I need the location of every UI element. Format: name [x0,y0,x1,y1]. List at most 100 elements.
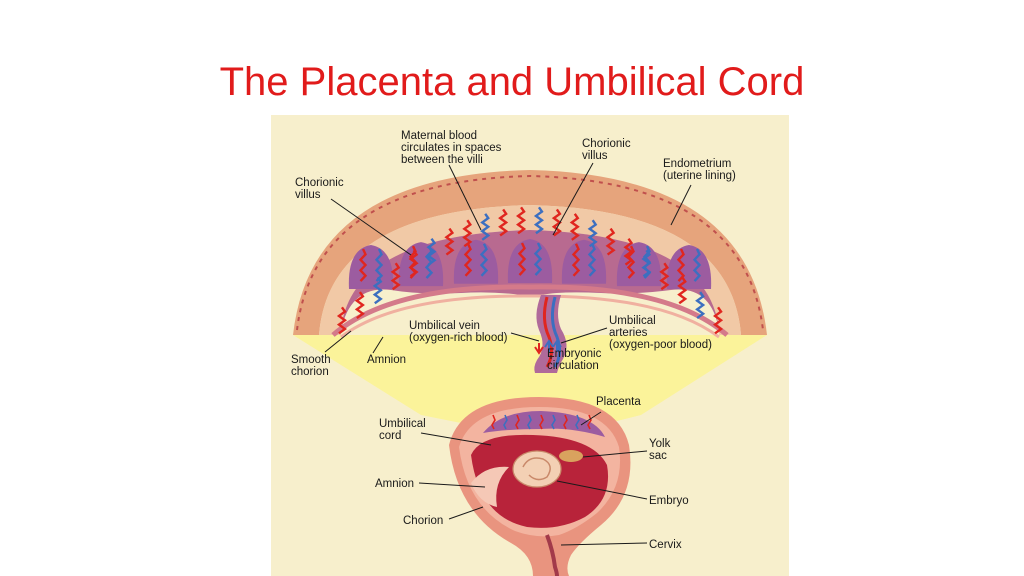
vessel-line [498,208,509,237]
label-umbilical-cord-line: Umbilical [379,418,426,430]
vessel-line [692,248,702,282]
small-vessel-line [527,414,532,430]
label-cervix: Cervix [649,539,682,551]
vessel-line [712,306,724,335]
label-cervix-line: Cervix [649,539,682,551]
label-amnion-bottom: Amnion [375,478,414,490]
label-placenta: Placenta [596,396,641,408]
endometrium-layer [319,205,741,335]
slide-title: The Placenta and Umbilical Cord [219,60,805,104]
label-smooth-chorion-line: Smooth [291,354,331,366]
vessel-line [605,227,616,256]
label-chorionic-villus-top-line: villus [582,150,608,162]
vessel-line [571,243,581,277]
villus-bump [561,239,607,284]
blood-vessels [336,206,724,335]
label-smooth-chorion-line: chorion [291,366,329,378]
vessel-line [587,243,597,277]
small-vessel-line [539,414,544,430]
vessel-line [354,291,365,320]
vessel-line [390,262,401,291]
vessel-line [374,248,384,282]
arrow-oxygen-poor-2 [552,339,562,352]
label-amnion-top: Amnion [367,354,406,366]
label-embryo-line: Embryo [649,495,689,507]
vessel-line [479,243,489,277]
leader-lines [324,162,692,546]
label-embryonic-circulation-line: circulation [547,360,599,372]
label-yolk-sac-line: Yolk [649,438,671,450]
embryo-body [512,450,562,488]
umbilical-vein-vessel [542,296,554,368]
label-chorionic-villus-left-line: Chorionic [295,177,344,189]
vessel-line [358,248,368,282]
yolk-sac-shape [559,450,583,462]
villus-bump [348,245,394,290]
label-endometrium-line: Endometrium [663,158,731,170]
label-maternal-blood-line: circulates in spaces [401,142,502,154]
magnification-beam [293,335,767,425]
label-embryo: Embryo [649,495,689,507]
label-chorionic-villus-left-line: villus [295,189,321,201]
label-placenta-line: Placenta [596,396,641,408]
villus-bump [453,239,499,284]
placenta-small [483,411,605,437]
label-umbilical-vein-line: (oxygen-rich blood) [409,332,508,344]
vessel-line [408,249,419,278]
vessel-line [424,245,434,279]
amnion-membrane [340,294,720,339]
label-maternal-blood-line: Maternal blood [401,130,477,142]
vessel-line [626,245,636,279]
label-umbilical-arteries-line: (oxygen-poor blood) [609,339,712,351]
small-vessel-line [551,414,556,430]
label-umbilical-arteries-line: Umbilical [609,315,656,327]
villus-bump [666,245,712,290]
uterine-wall-rim [296,174,764,331]
vessel-line [426,237,437,266]
small-vessel-line [515,414,520,430]
label-embryonic-circulation-line: Embryonic [547,348,602,360]
small-vessel-line [563,414,568,430]
vessel-line [480,213,491,241]
label-chorion: Chorion [403,515,443,527]
villus-bump [507,239,553,283]
label-chorion-line: Chorion [403,515,443,527]
vessel-line [659,262,670,291]
uterine-wall [293,170,767,335]
vessel-line [695,291,706,320]
label-yolk-sac-line: sac [649,450,667,462]
vessel-line [372,276,383,305]
small-vessel-line [491,414,496,430]
arrow-oxygen-rich [534,343,544,355]
label-umbilical-vein: Umbilical vein(oxygen-rich blood) [409,320,508,344]
small-vessel-line [575,414,580,430]
label-amnion-top-line: Amnion [367,354,406,366]
vessel-line [677,276,688,305]
embryo-curl [522,457,551,481]
vessel-line [408,245,418,279]
vessel-line [676,248,686,282]
vessel-line [444,227,455,256]
chorion-membrane [331,284,729,337]
chorion-fold [471,466,509,507]
label-endometrium-line: (uterine lining) [663,170,736,182]
label-umbilical-arteries-line: arteries [609,327,648,339]
label-amnion-bottom-line: Amnion [375,478,414,490]
placenta-small-vessels [491,414,592,430]
vessel-line [462,219,473,248]
vessel-line [587,219,598,248]
vessel-line [642,245,652,279]
vessel-line [533,242,543,276]
small-vessel-line [503,414,508,430]
vessel-line [533,206,545,235]
vessel-line [336,306,348,335]
small-vessel-line [587,414,592,430]
vessel-line [463,243,473,277]
